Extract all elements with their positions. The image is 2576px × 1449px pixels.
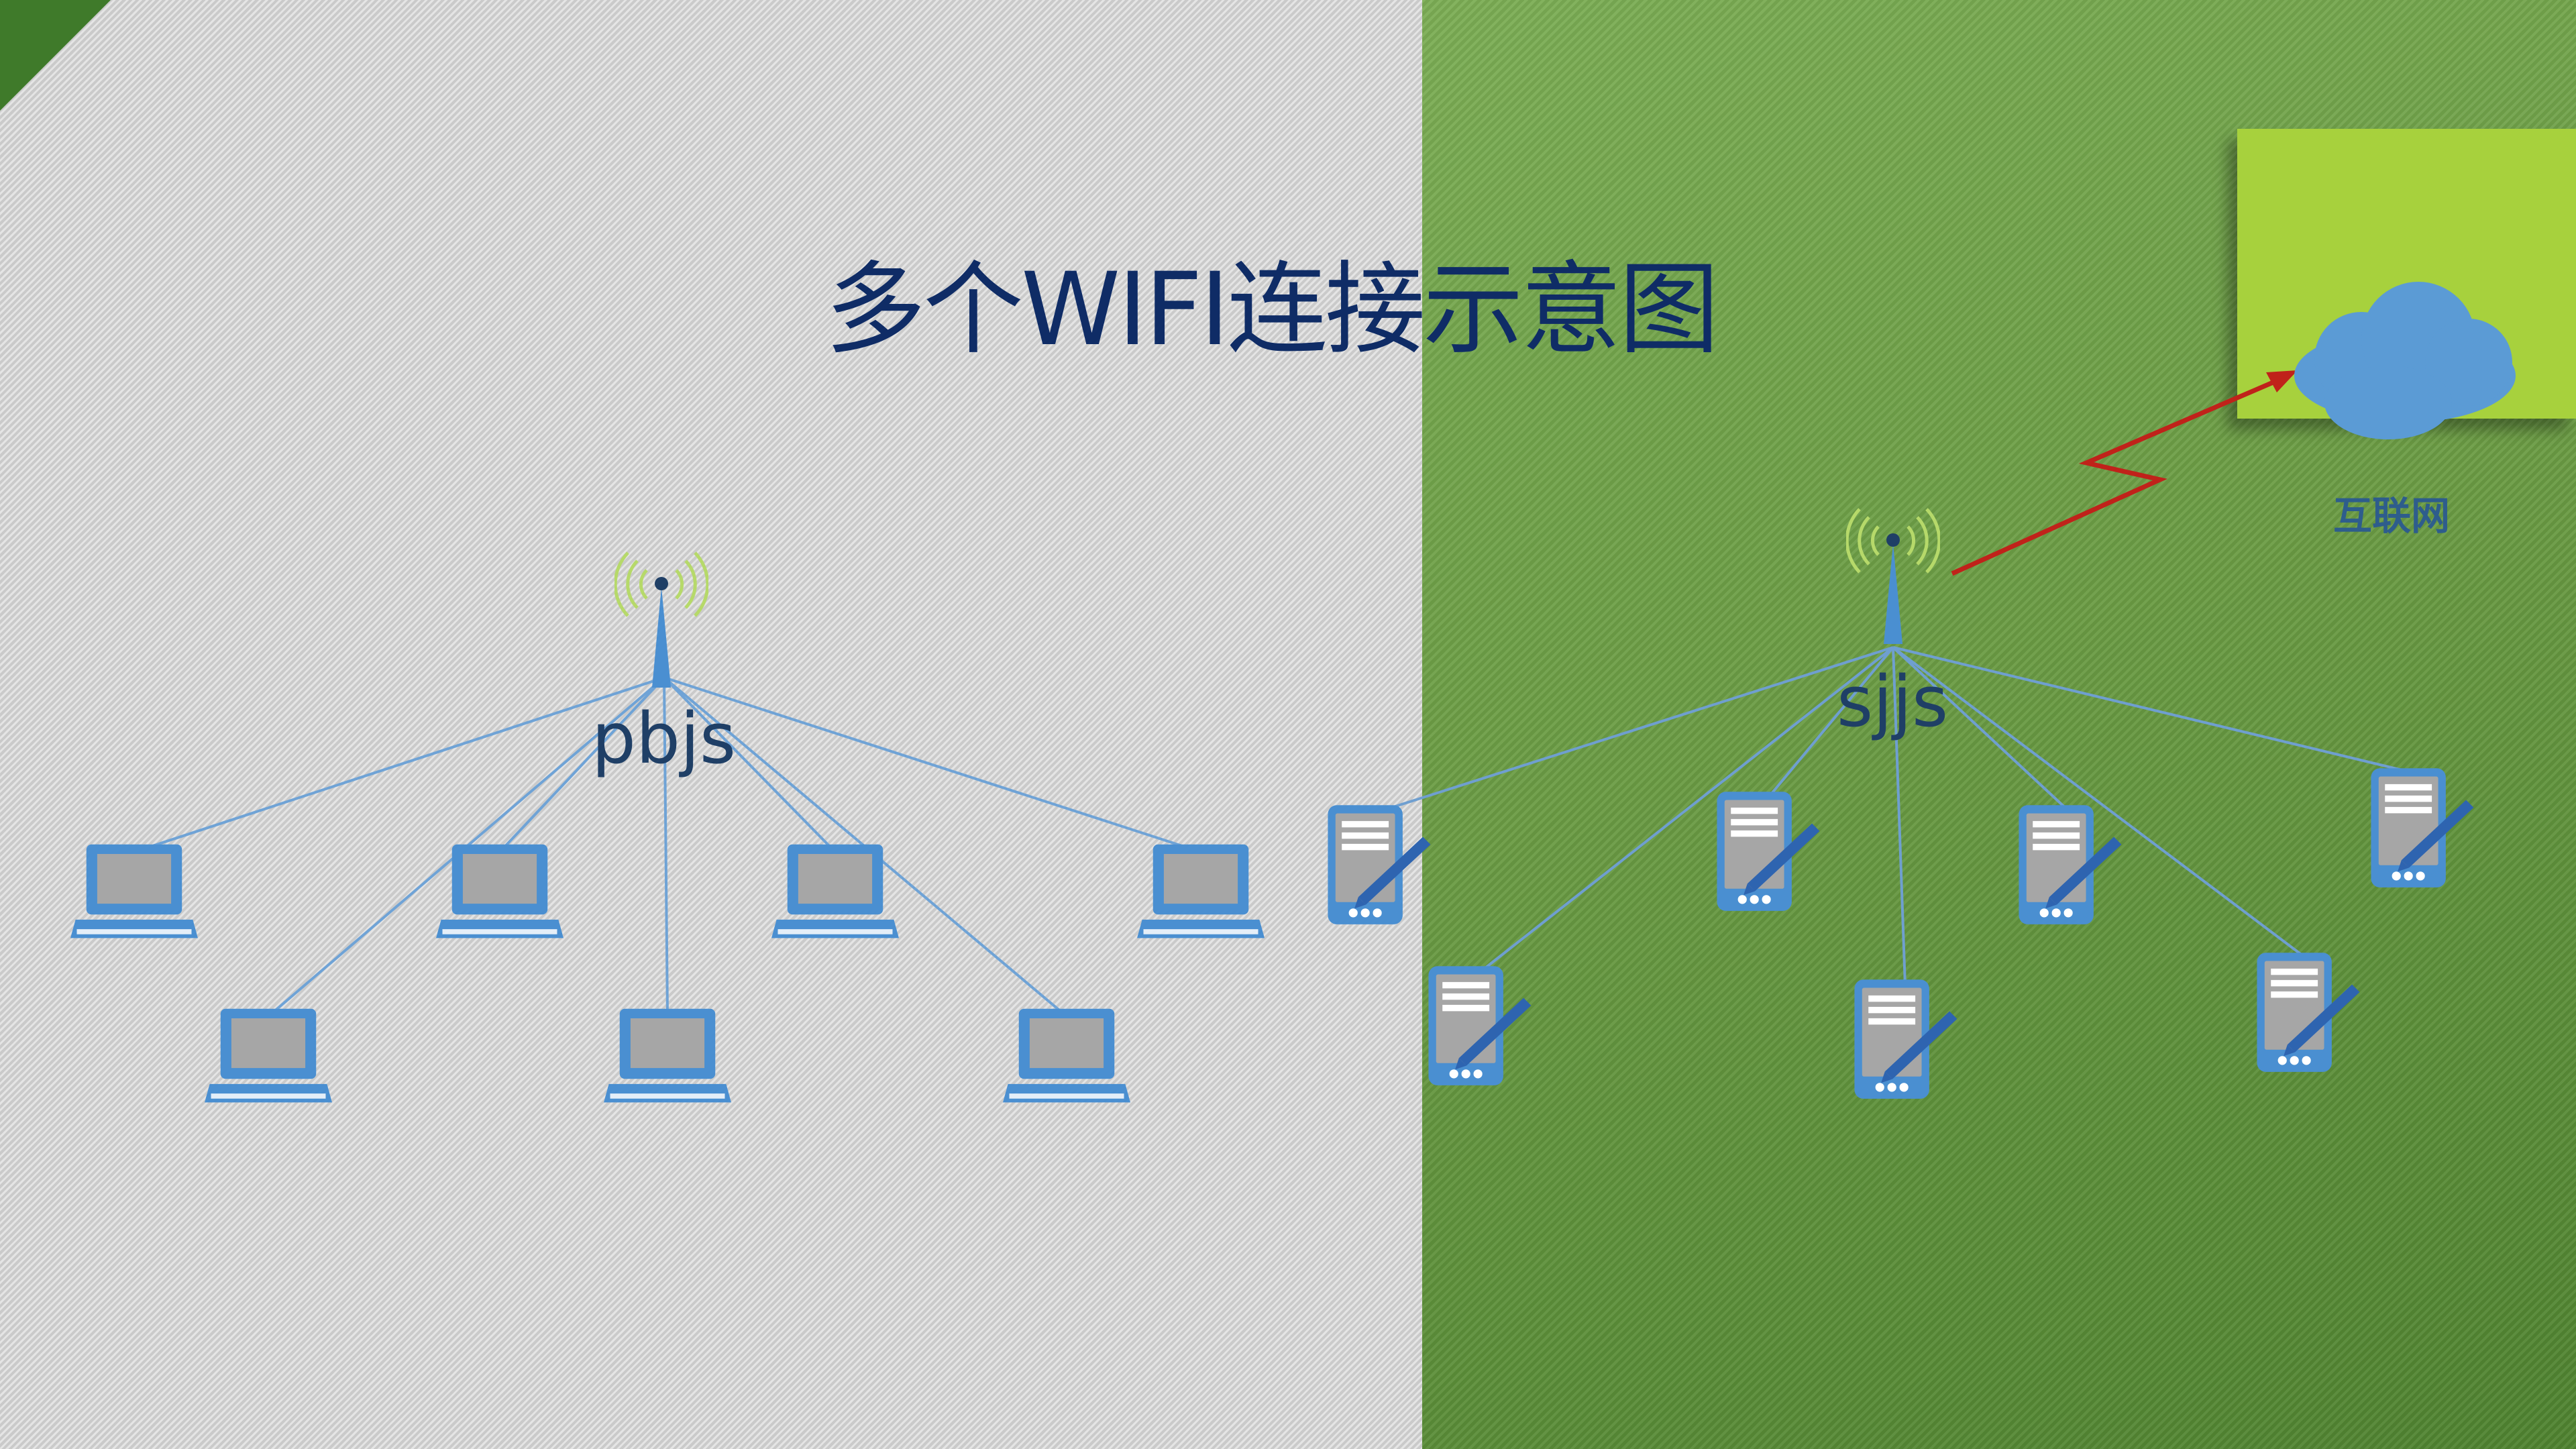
pda-icon <box>2371 768 2474 888</box>
link-pbjs <box>663 676 1201 853</box>
pda-icon <box>1428 966 1532 1085</box>
laptop-icon <box>436 844 564 938</box>
link-sjjs <box>1892 646 2422 776</box>
link-pbjs <box>663 676 837 853</box>
link-sjjs <box>1892 647 1907 987</box>
ap-label-sjjs: sjjs <box>1837 661 1949 743</box>
internet-label: 互联网 <box>2333 493 2451 539</box>
pda-icon <box>1328 805 1431 924</box>
wifi-tower-pbjs-icon <box>615 553 708 688</box>
links-sjjs <box>1378 646 2422 987</box>
corner-decoration <box>0 0 111 111</box>
pda-icon <box>2257 953 2360 1072</box>
link-pbjs <box>133 676 665 853</box>
link-sjjs <box>1478 646 1894 974</box>
wifi-tower-sjjs-icon <box>1847 509 1939 644</box>
uplink-arrow <box>1951 376 2282 576</box>
link-sjjs <box>1766 646 1894 800</box>
laptop-icon <box>205 1008 332 1103</box>
link-pbjs <box>498 676 665 853</box>
laptop-icon <box>771 844 899 938</box>
pda-icon <box>2019 805 2122 924</box>
link-sjjs <box>1892 646 2309 961</box>
laptop-icon <box>604 1008 731 1103</box>
devices-sjjs <box>1328 768 2474 1099</box>
link-pbjs <box>663 677 669 1017</box>
diagram-title: 多个WIFI连接示意图 <box>825 252 1719 368</box>
laptop-icon <box>70 844 198 938</box>
pda-icon <box>1717 792 1820 911</box>
uplink-arrowhead <box>2266 370 2298 392</box>
pda-icon <box>1854 979 1957 1099</box>
laptop-icon <box>1003 1008 1130 1103</box>
ap-label-pbjs: pbjs <box>592 698 737 780</box>
laptop-icon <box>1137 844 1265 938</box>
cloud-icon <box>2294 282 2516 439</box>
link-sjjs <box>1378 646 1894 813</box>
link-sjjs <box>1892 646 2071 813</box>
